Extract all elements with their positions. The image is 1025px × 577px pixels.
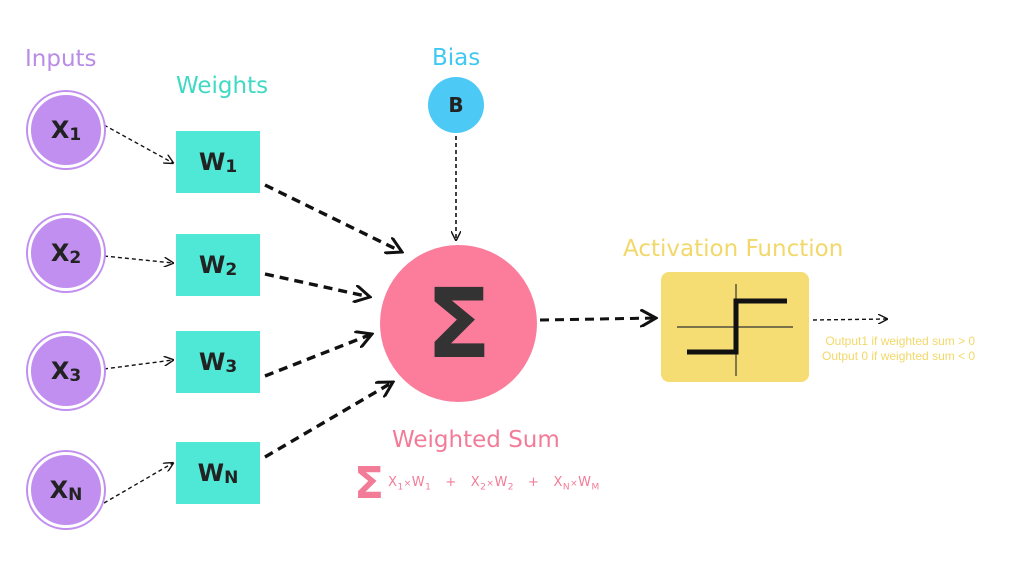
weights-label: Weights bbox=[176, 73, 269, 99]
formula-sigma: Σ bbox=[354, 458, 385, 509]
arrow-w3-sum bbox=[264, 334, 372, 378]
weight-wn-base: W bbox=[197, 459, 225, 487]
arrow-x3-w3 bbox=[103, 360, 173, 370]
arrow-w1-sum bbox=[264, 183, 402, 252]
input-x1-base: X bbox=[50, 116, 70, 144]
arrow-x1-w1 bbox=[103, 124, 173, 163]
input-x1-sub: 1 bbox=[69, 125, 82, 145]
term1-x: X bbox=[388, 475, 398, 491]
weight-wn-sub: N bbox=[224, 468, 239, 488]
term3-x-sub: N bbox=[562, 482, 571, 493]
term1-x-sub: 1 bbox=[397, 482, 404, 493]
term2-x: X bbox=[470, 475, 481, 491]
input-x3-base: X bbox=[50, 357, 70, 385]
weighted-sum-formula: Σ X1×W1+X2×W2+XN×WM bbox=[354, 462, 600, 506]
output-line-1: Output1 if weighted sum > 0 bbox=[825, 334, 976, 348]
bias-node: B bbox=[428, 77, 484, 133]
term2-times: × bbox=[486, 479, 495, 490]
weighted-sum-label: Weighted Sum bbox=[392, 427, 560, 453]
summation-node: Σ bbox=[380, 245, 537, 402]
arrow-x2-w2 bbox=[103, 255, 173, 263]
term3-x: X bbox=[553, 475, 563, 491]
formula-term-1: X1×W1 bbox=[388, 475, 432, 493]
weight-w2-sub: 2 bbox=[225, 260, 238, 280]
weight-w3-sub: 3 bbox=[225, 357, 238, 377]
bias-label: Bias bbox=[432, 45, 481, 71]
arrow-xn-wn bbox=[103, 463, 173, 504]
term3-times: × bbox=[570, 479, 579, 490]
weight-w3-base: W bbox=[198, 348, 226, 376]
input-xn-sub: N bbox=[68, 485, 83, 505]
term2-w-sub: 2 bbox=[507, 482, 515, 493]
inputs-label: Inputs bbox=[25, 46, 97, 72]
output-line-2: Output 0 if weighted sum < 0 bbox=[822, 349, 976, 363]
formula-plus-1: + bbox=[445, 475, 457, 491]
step-function-graph bbox=[677, 284, 793, 376]
output-description: Output1 if weighted sum > 0 Output 0 if … bbox=[822, 334, 975, 364]
weight-w2-base: W bbox=[198, 251, 226, 279]
sigma-symbol: Σ bbox=[425, 267, 492, 380]
input-xn-base: X bbox=[49, 476, 69, 504]
term2-x-sub: 2 bbox=[480, 482, 487, 493]
formula-plus-2: + bbox=[528, 475, 540, 491]
activation-function-box bbox=[661, 272, 809, 382]
step-curve bbox=[687, 298, 787, 355]
weight-w1-sub: 1 bbox=[225, 157, 238, 177]
term1-w-sub: 1 bbox=[425, 482, 432, 493]
activation-function-label: Activation Function bbox=[623, 236, 844, 262]
input-x2-sub: 2 bbox=[69, 248, 82, 268]
formula-terms: X1×W1+X2×W2+XN×WM bbox=[388, 475, 600, 493]
arrow-activation-output bbox=[812, 319, 887, 320]
formula-term-3: XN×WM bbox=[553, 475, 600, 493]
term1-times: × bbox=[403, 479, 412, 490]
input-x3-sub: 3 bbox=[69, 366, 82, 386]
formula-term-2: X2×W2 bbox=[470, 475, 515, 493]
arrow-wn-sum bbox=[264, 382, 393, 459]
arrow-sum-activation bbox=[539, 318, 656, 320]
term1-w: W bbox=[411, 475, 426, 491]
term3-w-sub: M bbox=[591, 482, 600, 493]
term2-w: W bbox=[494, 475, 508, 491]
input-x2-base: X bbox=[50, 239, 70, 267]
arrow-w2-sum bbox=[264, 272, 370, 297]
term3-w: W bbox=[578, 475, 592, 491]
weight-w1-base: W bbox=[198, 148, 226, 176]
